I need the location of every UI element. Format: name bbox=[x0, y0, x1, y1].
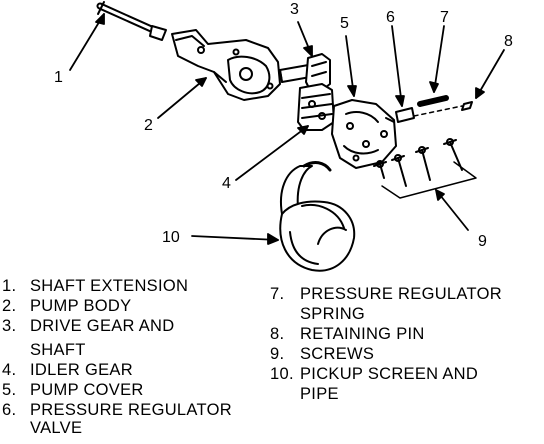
legend-item-number: 10. bbox=[270, 365, 294, 383]
callout-2: 2 bbox=[144, 117, 153, 134]
legend-item-number: 2. bbox=[2, 297, 17, 315]
legend-item-number: 8. bbox=[270, 325, 285, 343]
legend-item-7: 7. PRESSURE REGULATOR bbox=[270, 284, 502, 304]
legend-item-number: 3. bbox=[2, 317, 17, 335]
leader-lines bbox=[69, 13, 505, 245]
legend-item-label: RETAINING PIN bbox=[300, 325, 425, 343]
shaft-extension-part bbox=[96, 1, 167, 41]
callout-9: 9 bbox=[478, 233, 487, 250]
legend-item-number: 5. bbox=[2, 381, 17, 399]
legend-item-label: PRESSURE REGULATOR bbox=[30, 401, 232, 419]
callout-6: 6 bbox=[386, 9, 395, 26]
screws-part bbox=[373, 138, 477, 199]
legend-item-label: IDLER GEAR bbox=[30, 361, 133, 379]
drive-gear-and-shaft-part bbox=[279, 53, 331, 91]
legend-item-4: 4. IDLER GEAR bbox=[2, 360, 232, 380]
legend-item-1: 1. SHAFT EXTENSION bbox=[2, 276, 232, 296]
legend-item-label: PUMP COVER bbox=[30, 381, 144, 399]
legend-item-label: DRIVE GEAR AND bbox=[30, 317, 175, 335]
legend-item-label: SCREWS bbox=[300, 345, 375, 363]
legend-item-number: 4. bbox=[2, 361, 17, 379]
legend-left-column: 1. SHAFT EXTENSION 2. PUMP BODY 3. DRIVE… bbox=[2, 276, 232, 436]
legend-item-label: PRESSURE REGULATOR bbox=[300, 285, 502, 303]
legend-item-label: SHAFT EXTENSION bbox=[30, 277, 189, 295]
pump-body-part bbox=[171, 29, 281, 101]
legend-item-number: 9. bbox=[270, 345, 285, 363]
legend-item-label-continued: VALVE bbox=[30, 419, 83, 437]
pressure-regulator-valve-part bbox=[395, 107, 415, 123]
idler-gear-part bbox=[297, 83, 335, 131]
legend-item-5: 5. PUMP COVER bbox=[2, 380, 232, 400]
legend-item-label: PUMP BODY bbox=[30, 297, 132, 315]
pressure-regulator-spring-part bbox=[417, 95, 449, 107]
legend-item-9: 9. SCREWS bbox=[270, 344, 502, 364]
legend-item-6: 6. PRESSURE REGULATOR bbox=[2, 400, 232, 420]
legend-item-label-continued: SPRING bbox=[300, 305, 366, 323]
legend-item-8: 8. RETAINING PIN bbox=[270, 324, 502, 344]
callout-3: 3 bbox=[290, 1, 299, 18]
callout-7: 7 bbox=[440, 9, 449, 26]
legend-item-number: 7. bbox=[270, 285, 285, 303]
retaining-pin-part bbox=[413, 101, 473, 117]
legend-item-number: 1. bbox=[2, 277, 17, 295]
legend-item-label-continued: SHAFT bbox=[30, 341, 86, 359]
pump-cover-part bbox=[331, 99, 397, 169]
callout-8: 8 bbox=[504, 33, 513, 50]
callout-10: 10 bbox=[162, 229, 180, 246]
legend-item-2: 2. PUMP BODY bbox=[2, 296, 232, 316]
legend-item-number: 6. bbox=[2, 401, 17, 419]
legend-item-label: PICKUP SCREEN AND bbox=[300, 365, 479, 383]
legend-right-column: 7. PRESSURE REGULATOR SPRING 8. RETAININ… bbox=[270, 284, 502, 404]
callout-4: 4 bbox=[222, 175, 231, 192]
callout-1: 1 bbox=[54, 69, 63, 86]
legend-item-label-continued: PIPE bbox=[300, 385, 339, 403]
legend-item-10: 10. PICKUP SCREEN AND bbox=[270, 364, 502, 384]
callout-5: 5 bbox=[340, 15, 349, 32]
legend-item-3: 3. DRIVE GEAR AND bbox=[2, 316, 232, 336]
pickup-screen-and-pipe-part bbox=[279, 161, 356, 272]
